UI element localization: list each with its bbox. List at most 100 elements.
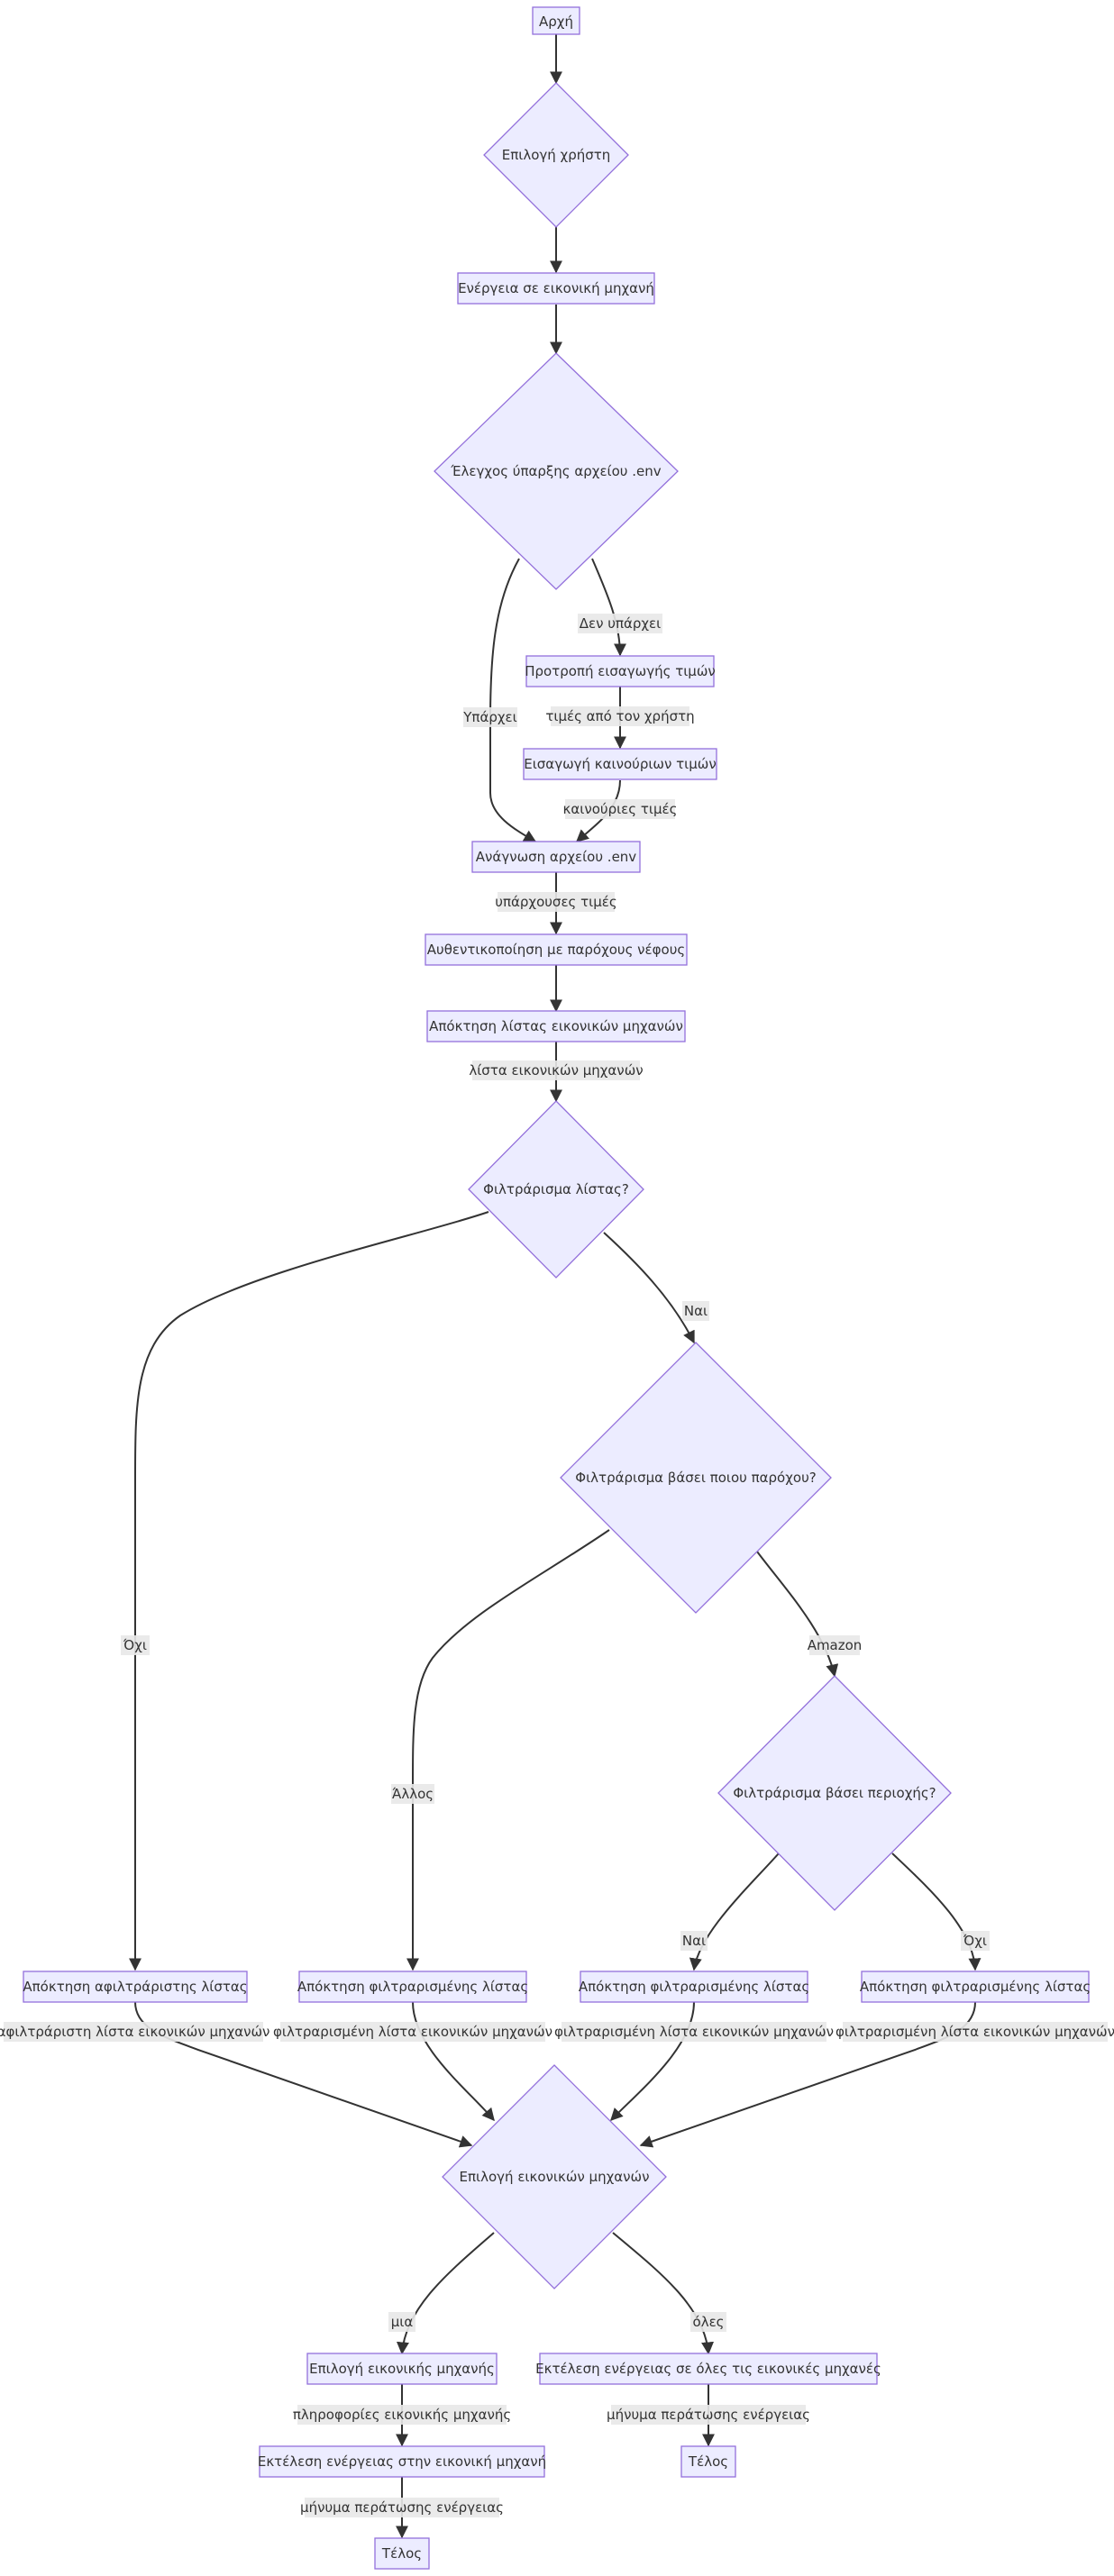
- edge-label-exists: Υπάρχει: [462, 707, 517, 727]
- svg-text:Αρχή: Αρχή: [539, 14, 573, 30]
- svg-text:Φιλτράρισμα βάσει περιοχής?: Φιλτράρισμα βάσει περιοχής?: [733, 1785, 936, 1801]
- svg-text:Φιλτράρισμα λίστας?: Φιλτράρισμα λίστας?: [483, 1181, 629, 1197]
- edge-label-not-exists: Δεν υπάρχει: [578, 614, 662, 633]
- edge-select-all: [612, 2232, 715, 2355]
- svg-text:Ενέργεια σε εικονική μηχανή: Ενέργεια σε εικονική μηχανή: [458, 280, 654, 296]
- edge-env-check-read-env: [489, 558, 537, 842]
- edge-label-all: όλες: [690, 2312, 726, 2332]
- edge-region-yes: [689, 1852, 780, 1971]
- node-enter-values: Εισαγωγή καινούριων τιμών: [523, 748, 717, 780]
- svg-text:μια: μια: [391, 2314, 414, 2330]
- edge-filter-unfiltered: [129, 1211, 489, 1971]
- edge-label-new-values: καινούριες τιμές: [563, 799, 678, 819]
- svg-text:Απόκτηση λίστας εικονικών μηχα: Απόκτηση λίστας εικονικών μηχανών: [429, 1018, 683, 1034]
- edge-filter-provider: [603, 1232, 695, 1344]
- svg-text:Επιλογή εικονικής μηχανής: Επιλογή εικονικής μηχανής: [309, 2361, 495, 2377]
- svg-text:Επιλογή χρήστη: Επιλογή χρήστη: [502, 147, 611, 163]
- edge-label-other: Άλλος: [391, 1784, 434, 1804]
- node-unfiltered-list: Απόκτηση αφιλτράριστης λίστας: [23, 1971, 248, 2003]
- svg-text:Δεν υπάρχει: Δεν υπάρχει: [580, 615, 661, 632]
- node-run-all: Εκτέλεση ενέργειας σε όλες τις εικονικές…: [535, 2353, 881, 2385]
- edge-provider-region: [756, 1551, 839, 1678]
- node-filtered-region-yes: Απόκτηση φιλτραρισμένης λίστας: [579, 1971, 809, 2003]
- svg-text:μήνυμα περάτωσης ενέργειας: μήνυμα περάτωσης ενέργειας: [607, 2407, 810, 2423]
- svg-text:Εκτέλεση ενέργειας στην εικονι: Εκτέλεση ενέργειας στην εικονική μηχανή: [258, 2453, 546, 2470]
- node-end-one: Τέλος: [374, 2537, 430, 2570]
- node-select-vms: Επιλογή εικονικών μηχανών: [442, 2064, 667, 2289]
- svg-text:Ναι: Ναι: [684, 1303, 708, 1319]
- svg-text:Φιλτράρισμα βάσει ποιου παρόχο: Φιλτράρισμα βάσει ποιου παρόχου?: [575, 1470, 816, 1486]
- svg-text:Απόκτηση αφιλτράριστης λίστας: Απόκτηση αφιλτράριστης λίστας: [23, 1979, 247, 1995]
- edge-region-yes-select: [610, 2001, 695, 2122]
- edge-label-region-no: Όχι: [961, 1931, 990, 1951]
- node-vm-action: Ενέργεια σε εικονική μηχανή: [457, 272, 655, 305]
- svg-text:Απόκτηση φιλτραρισμένης λίστας: Απόκτηση φιλτραρισμένης λίστας: [860, 1979, 1091, 1995]
- svg-text:όλες: όλες: [693, 2314, 725, 2330]
- svg-text:Αυθεντικοποίηση με παρόχους νέ: Αυθεντικοποίηση με παρόχους νέφους: [427, 942, 685, 958]
- svg-text:Όχι: Όχι: [123, 1637, 147, 1653]
- edge-label-filtered-list-3: φιλτραρισμένη λίστα εικονικών μηχανών: [836, 2022, 1114, 2042]
- svg-text:Απόκτηση φιλτραρισμένης λίστας: Απόκτηση φιλτραρισμένης λίστας: [579, 1979, 809, 1995]
- edge-other-select: [412, 2001, 495, 2122]
- edge-label-vm-info: πληροφορίες εικονικής μηχανής: [293, 2405, 511, 2425]
- svg-text:τιμές από τον χρήστη: τιμές από τον χρήστη: [545, 708, 694, 724]
- node-filter-question: Φιλτράρισμα λίστας?: [468, 1100, 644, 1279]
- node-user-choice: Επιλογή χρήστη: [483, 82, 629, 228]
- edge-label-no: Όχι: [121, 1635, 150, 1655]
- node-select-one: Επιλογή εικονικής μηχανής: [306, 2353, 498, 2385]
- edge-label-user-values: τιμές από τον χρήστη: [545, 706, 695, 726]
- svg-text:Τέλος: Τέλος: [688, 2453, 728, 2470]
- edge-label-region-yes: Ναι: [680, 1931, 708, 1951]
- svg-text:φιλτραρισμένη λίστα εικονικών: φιλτραρισμένη λίστα εικονικών μηχανών: [554, 2024, 834, 2040]
- edge-region-no: [891, 1852, 982, 1971]
- svg-text:λίστα εικονικών μηχανών: λίστα εικονικών μηχανών: [469, 1062, 643, 1079]
- edge-label-done-msg-all: μήνυμα περάτωσης ενέργειας: [607, 2405, 810, 2425]
- node-filtered-region-no: Απόκτηση φιλτραρισμένης λίστας: [860, 1971, 1091, 2003]
- node-start: Αρχή: [532, 6, 580, 35]
- node-env-check: Έλεγχος ύπαρξης αρχείου .env: [434, 352, 679, 590]
- edge-labels: Δεν υπάρχει Υπάρχει τιμές από τον χρήστη…: [0, 614, 1114, 2517]
- edge-label-existing-values: υπάρχουσες τιμές: [495, 892, 617, 912]
- node-read-env: Ανάγνωση αρχείου .env: [471, 841, 641, 873]
- edge-label-filtered-list-1: φιλτραρισμένη λίστα εικονικών μηχανών: [273, 2022, 552, 2042]
- nodes: Αρχή Επιλογή χρήστη Ενέργεια σε εικονική…: [23, 6, 1091, 2570]
- svg-text:Όχι: Όχι: [963, 1933, 987, 1949]
- svg-text:Εκτέλεση ενέργειας σε όλες τις: Εκτέλεση ενέργειας σε όλες τις εικονικές…: [535, 2361, 881, 2377]
- edge-label-filtered-list-2: φιλτραρισμένη λίστα εικονικών μηχανών: [554, 2022, 834, 2042]
- edge-select-one: [396, 2232, 495, 2355]
- svg-text:Εισαγωγή καινούριων τιμών: Εισαγωγή καινούριων τιμών: [524, 756, 716, 772]
- svg-text:Ανάγνωση αρχείου .env: Ανάγνωση αρχείου .env: [476, 849, 637, 865]
- edge-label-done-msg-one: μήνυμα περάτωσης ενέργειας: [300, 2498, 504, 2517]
- edge-label-one: μια: [388, 2312, 415, 2332]
- edge-label-unfiltered-list: αφιλτράριστη λίστα εικονικών μηχανών: [0, 2022, 269, 2042]
- svg-text:μήνυμα περάτωσης ενέργειας: μήνυμα περάτωσης ενέργειας: [300, 2499, 504, 2516]
- node-prompt-values: Προτροπή εισαγωγής τιμών: [525, 655, 716, 687]
- svg-text:φιλτραρισμένη λίστα εικονικών: φιλτραρισμένη λίστα εικονικών μηχανών: [273, 2024, 552, 2040]
- node-auth: Αυθεντικοποίηση με παρόχους νέφους: [425, 933, 688, 966]
- svg-text:Απόκτηση φιλτραρισμένης λίστας: Απόκτηση φιλτραρισμένης λίστας: [297, 1979, 528, 1995]
- svg-text:Προτροπή εισαγωγής τιμών: Προτροπή εισαγωγής τιμών: [525, 663, 716, 679]
- edge-label-amazon: Amazon: [808, 1635, 863, 1655]
- edge-label-yes: Ναι: [682, 1301, 709, 1321]
- svg-text:καινούριες τιμές: καινούριες τιμές: [563, 801, 678, 817]
- node-run-one: Εκτέλεση ενέργειας στην εικονική μηχανή: [258, 2445, 546, 2478]
- svg-text:αφιλτράριστη λίστα εικονικών μ: αφιλτράριστη λίστα εικονικών μηχανών: [0, 2024, 269, 2040]
- svg-text:υπάρχουσες τιμές: υπάρχουσες τιμές: [495, 894, 616, 910]
- svg-text:Έλεγχος ύπαρξης αρχείου .env: Έλεγχος ύπαρξης αρχείου .env: [450, 463, 661, 479]
- svg-text:Amazon: Amazon: [808, 1637, 863, 1653]
- node-end-all: Τέλος: [680, 2445, 736, 2478]
- svg-text:Υπάρχει: Υπάρχει: [462, 709, 516, 725]
- svg-text:φιλτραρισμένη λίστα εικονικών: φιλτραρισμένη λίστα εικονικών μηχανών: [836, 2024, 1114, 2040]
- svg-text:Άλλος: Άλλος: [392, 1786, 434, 1802]
- node-region-question: Φιλτράρισμα βάσει περιοχής?: [717, 1675, 952, 1911]
- node-filtered-other: Απόκτηση φιλτραρισμένης λίστας: [297, 1971, 528, 2003]
- node-get-list: Απόκτηση λίστας εικονικών μηχανών: [426, 1010, 686, 1042]
- svg-text:Τέλος: Τέλος: [381, 2545, 422, 2562]
- svg-text:Επιλογή εικονικών μηχανών: Επιλογή εικονικών μηχανών: [460, 2169, 650, 2185]
- edge-env-check-prompt: [591, 558, 626, 657]
- edge-label-vm-list: λίστα εικονικών μηχανών: [469, 1060, 644, 1080]
- svg-text:Ναι: Ναι: [682, 1933, 706, 1949]
- node-provider-question: Φιλτράρισμα βάσει ποιου παρόχου?: [560, 1342, 832, 1614]
- edge-provider-other: [406, 1529, 610, 1971]
